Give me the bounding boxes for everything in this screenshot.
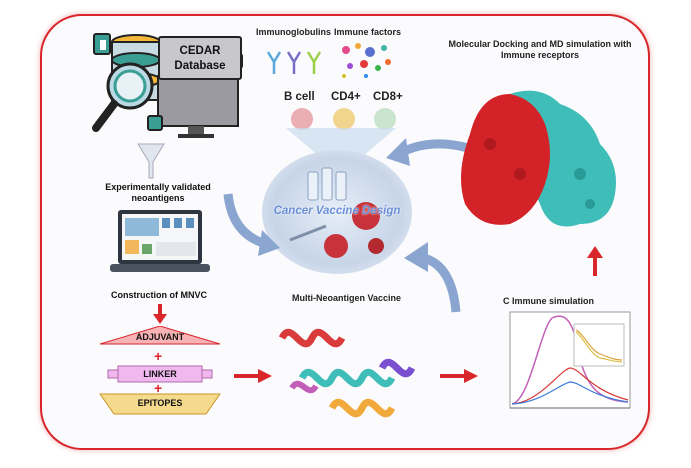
docking-label: Molecular Docking and MD simulation with… xyxy=(448,39,632,60)
plot-icon xyxy=(509,311,631,409)
plus-icon: + xyxy=(154,348,163,364)
funnel-icon xyxy=(137,143,165,179)
b-cell-icon xyxy=(291,108,313,130)
cd8-cell-icon xyxy=(374,108,396,130)
immune-sim-label: C Immune simulation xyxy=(503,296,595,306)
blue-arrow-icon xyxy=(223,193,280,256)
validated-label: Experimentally validated neoantigens xyxy=(105,182,211,203)
protein-surface-icon xyxy=(461,90,616,227)
vaccine-vials-icon xyxy=(289,167,384,258)
blue-arrow-icon xyxy=(386,138,470,166)
database-title: CEDAR Database xyxy=(158,36,242,80)
cd4-cell-icon xyxy=(333,108,355,130)
right-arrow-icon xyxy=(234,369,272,383)
laptop-icon xyxy=(110,210,210,272)
vaccine-label: Multi-Neoantigen Vaccine xyxy=(292,293,402,303)
center-title: Cancer Vaccine Design xyxy=(273,205,401,217)
immune-factors-label: Immune factors xyxy=(334,27,402,37)
immune-factors-icon xyxy=(342,43,391,78)
antibody-icon xyxy=(266,51,322,74)
plus-icon: + xyxy=(154,380,163,396)
linker-label: LINKER xyxy=(143,369,177,379)
epitopes-label: EPITOPES xyxy=(137,398,183,408)
cd4-label: CD4+ xyxy=(331,91,361,103)
blue-arrow-icon xyxy=(404,242,461,313)
helix-icon xyxy=(278,328,416,418)
right-arrow-icon xyxy=(440,369,478,383)
adjuvant-label: ADJUVANT xyxy=(135,332,185,342)
construct-shapes xyxy=(99,326,221,415)
up-arrow-icon xyxy=(587,246,603,276)
magnifier-icon xyxy=(92,62,154,132)
cd8-label: CD8+ xyxy=(373,91,403,103)
b-cell-label: B cell xyxy=(284,91,315,103)
immunoglobulins-label: Immunoglobulins xyxy=(256,27,331,37)
down-arrow-icon xyxy=(153,304,167,324)
beam xyxy=(286,128,396,164)
construction-label: Construction of MNVC xyxy=(111,290,207,300)
